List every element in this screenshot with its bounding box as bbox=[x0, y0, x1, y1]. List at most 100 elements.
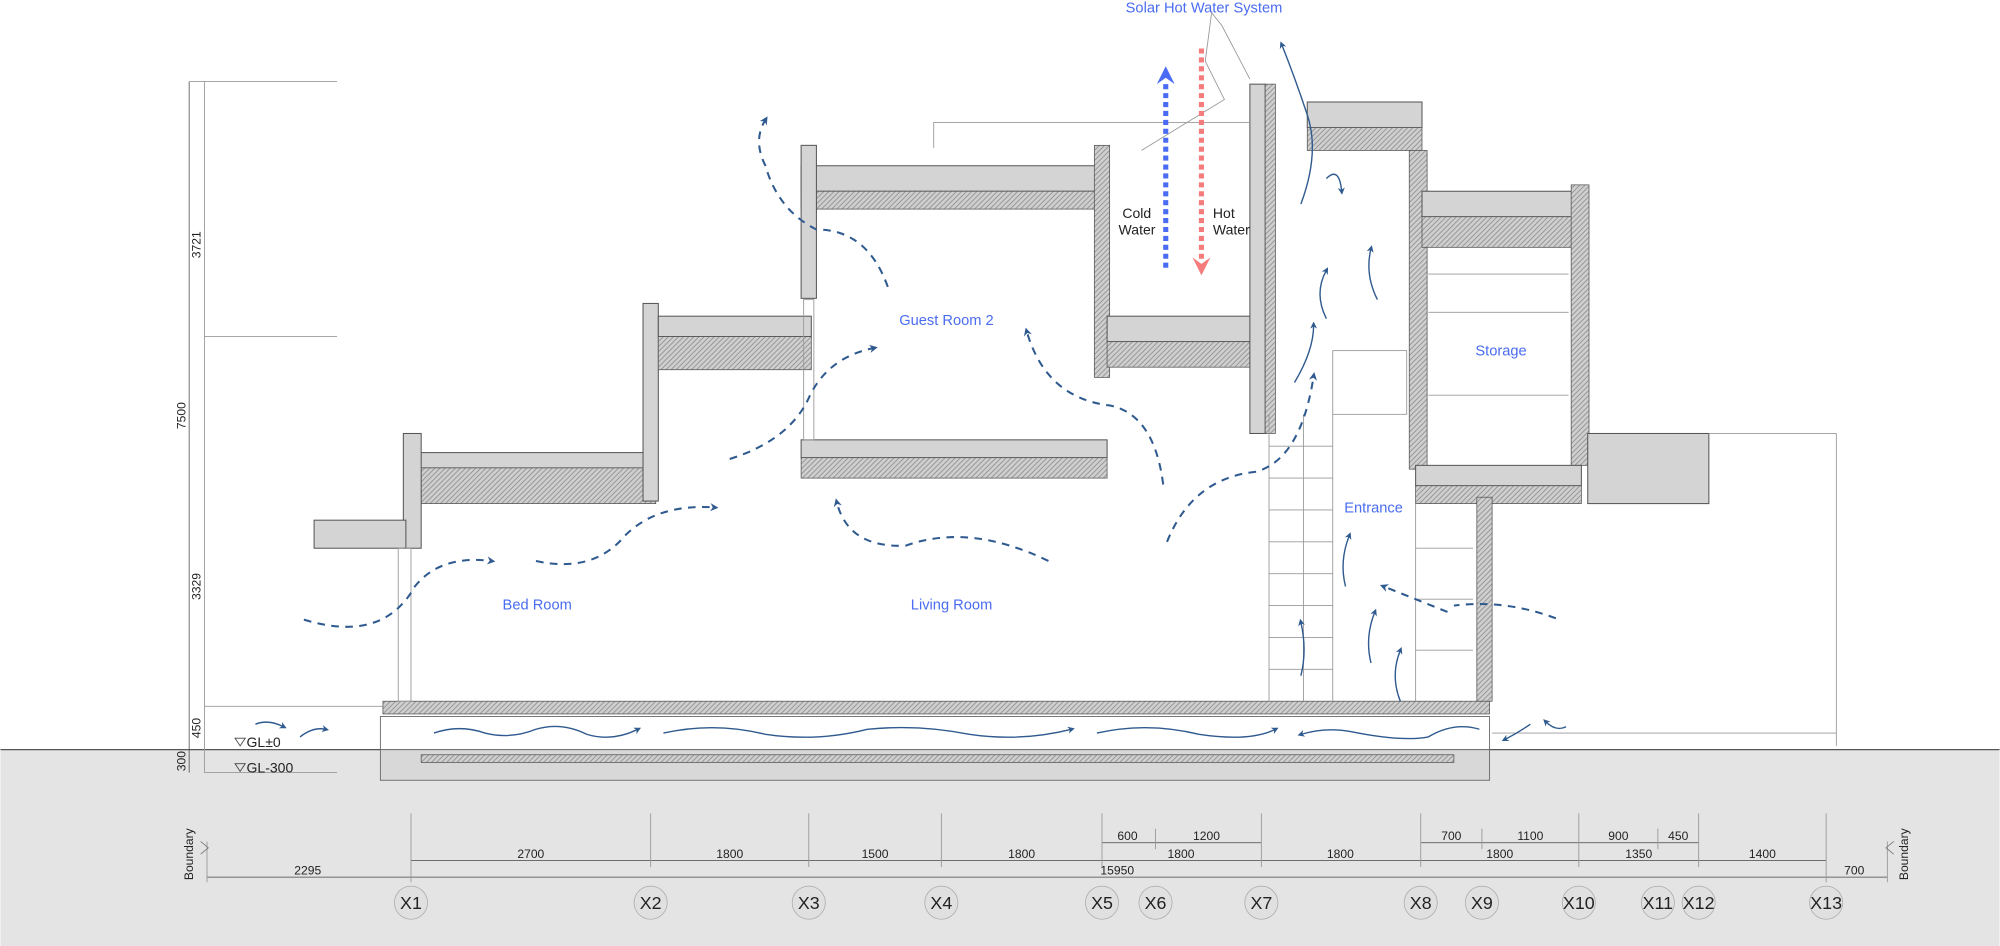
airflow-arrow bbox=[1166, 372, 1318, 543]
airflow-wisp bbox=[255, 721, 287, 729]
grid-axis-label: X7 bbox=[1250, 893, 1272, 913]
horizontal-dimensions: 600 1200 700 1100 900 450 2700 1800 1500… bbox=[182, 813, 1911, 883]
dim-row2: 1500 bbox=[862, 847, 889, 861]
airflow-wisp bbox=[1394, 646, 1403, 702]
grid-axis-x4: X4 bbox=[924, 885, 959, 920]
dim-row1: 900 bbox=[1608, 829, 1628, 843]
boundary-label-right: Boundary bbox=[1897, 827, 1911, 880]
dim-3721: 3721 bbox=[190, 231, 204, 258]
solar-hot-water-system: Solar Hot Water System Cold Water Hot Wa… bbox=[1119, 1, 1283, 276]
ground-floor-slab bbox=[382, 700, 1490, 715]
room-label-guest-room-2: Guest Room 2 bbox=[899, 313, 994, 329]
airflow-wisp bbox=[1096, 726, 1279, 738]
room-label-entrance: Entrance bbox=[1344, 501, 1403, 517]
airflow-arrow bbox=[1023, 327, 1165, 485]
airflow-wisp bbox=[1367, 608, 1377, 664]
dim-450: 450 bbox=[190, 718, 204, 738]
grid-axis-x7: X7 bbox=[1244, 885, 1279, 920]
airflow-arrow bbox=[833, 498, 1049, 562]
airflow-arrow bbox=[535, 503, 719, 566]
grid-axis-label: X5 bbox=[1091, 893, 1113, 913]
airflow-wisp bbox=[1319, 267, 1329, 320]
foundation bbox=[379, 716, 1491, 751]
dim-row2: 1350 bbox=[1625, 847, 1652, 861]
dim-row1: 450 bbox=[1668, 829, 1688, 843]
airflow-wisp bbox=[663, 726, 1075, 738]
airflow-wisp bbox=[1298, 618, 1306, 676]
grid-axis-label: X6 bbox=[1145, 893, 1167, 913]
airflow-arrow bbox=[303, 556, 496, 628]
level-gl0: GL±0 bbox=[247, 734, 281, 750]
grid-axis-label: X3 bbox=[798, 893, 820, 913]
airflow-wisp bbox=[1342, 532, 1352, 587]
dim-row2: 1800 bbox=[1327, 847, 1354, 861]
grid-axis-x9: X9 bbox=[1464, 885, 1499, 920]
grid-axis-x3: X3 bbox=[791, 885, 826, 920]
hot-water-arrow-icon bbox=[1192, 257, 1211, 276]
grid-axis-label: X10 bbox=[1563, 893, 1595, 913]
grid-axis-label: X1 bbox=[400, 893, 422, 913]
grid-axis-label: X11 bbox=[1643, 893, 1673, 913]
guest-room-floor bbox=[800, 439, 1108, 459]
grid-axis-x5: X5 bbox=[1085, 885, 1119, 920]
cold-water-label-1: Cold bbox=[1122, 205, 1151, 221]
dim-row3: 700 bbox=[1844, 864, 1864, 878]
grid-axis-x1: X1 bbox=[394, 885, 428, 920]
boundary-label-left: Boundary bbox=[182, 827, 196, 880]
balcony bbox=[1587, 432, 1710, 505]
dim-3329: 3329 bbox=[190, 573, 204, 600]
vertical-dimension: 3721 7500 3329 450 300 bbox=[174, 81, 383, 774]
cold-water-arrow-icon bbox=[1156, 66, 1175, 85]
airflow-wisp bbox=[433, 725, 642, 738]
airflow-wisp bbox=[299, 725, 329, 738]
level-gl300: GL-300 bbox=[247, 760, 294, 776]
canopy bbox=[313, 519, 407, 549]
grid-axis-label: X12 bbox=[1683, 893, 1715, 913]
step-roof bbox=[657, 315, 812, 338]
airflow-wisp bbox=[1501, 723, 1531, 742]
tower-roof bbox=[1306, 101, 1423, 129]
grid-axis-label: X9 bbox=[1471, 893, 1493, 913]
grid-axis-x13: X13 bbox=[1809, 885, 1844, 920]
middle-roof bbox=[1106, 315, 1259, 343]
dim-row2: 1800 bbox=[1486, 847, 1513, 861]
grid-axis-markers: X1 X2 X3 X4 X5 X6 X7 X8 X9 X10 X11 X12 X… bbox=[394, 885, 1844, 920]
solar-system-title: Solar Hot Water System bbox=[1126, 1, 1283, 17]
staircase bbox=[1268, 273, 1569, 702]
airflow-wisp bbox=[1325, 173, 1345, 195]
dim-row2: 1800 bbox=[1168, 847, 1195, 861]
dim-row2: 1800 bbox=[1008, 847, 1035, 861]
storage-roof bbox=[1421, 190, 1589, 218]
grid-axis-x2: X2 bbox=[633, 885, 668, 920]
dim-row1: 600 bbox=[1117, 829, 1137, 843]
dim-row1: 1200 bbox=[1193, 829, 1220, 843]
airflow-wisp bbox=[1297, 726, 1480, 740]
level-markers: GL±0 GL-300 bbox=[234, 734, 294, 776]
dim-row1: 1100 bbox=[1517, 829, 1543, 843]
dim-300: 300 bbox=[174, 751, 188, 771]
dim-row2: 1400 bbox=[1749, 847, 1776, 861]
airflow-wisp bbox=[1293, 321, 1318, 383]
hot-water-label-2: Water bbox=[1213, 222, 1250, 238]
airflow-arrow bbox=[758, 116, 889, 288]
cold-water-label-2: Water bbox=[1119, 222, 1156, 238]
bedroom-wall bbox=[402, 432, 422, 549]
grid-axis-label: X8 bbox=[1410, 893, 1432, 913]
dim-row3: 15950 bbox=[1100, 864, 1134, 878]
storage-floor bbox=[1415, 464, 1582, 487]
grid-axis-label: X13 bbox=[1810, 893, 1842, 913]
dim-row2: 1800 bbox=[716, 847, 743, 861]
grid-axis-x11: X11 bbox=[1640, 885, 1675, 920]
grid-axis-label: X2 bbox=[640, 893, 662, 913]
room-label-living-room: Living Room bbox=[911, 597, 992, 613]
airflow-arrow bbox=[1379, 584, 1448, 613]
dim-row2: 2700 bbox=[517, 847, 544, 861]
airflow-arrows bbox=[255, 41, 1567, 742]
grid-axis-x6: X6 bbox=[1138, 885, 1173, 920]
hot-water-label-1: Hot bbox=[1213, 205, 1235, 221]
airflow-arrow bbox=[729, 344, 878, 460]
bedroom-roof bbox=[405, 452, 657, 469]
airflow-wisp bbox=[1366, 245, 1379, 300]
airflow-wisp bbox=[1543, 719, 1567, 730]
grid-axis-x10: X10 bbox=[1561, 885, 1596, 920]
